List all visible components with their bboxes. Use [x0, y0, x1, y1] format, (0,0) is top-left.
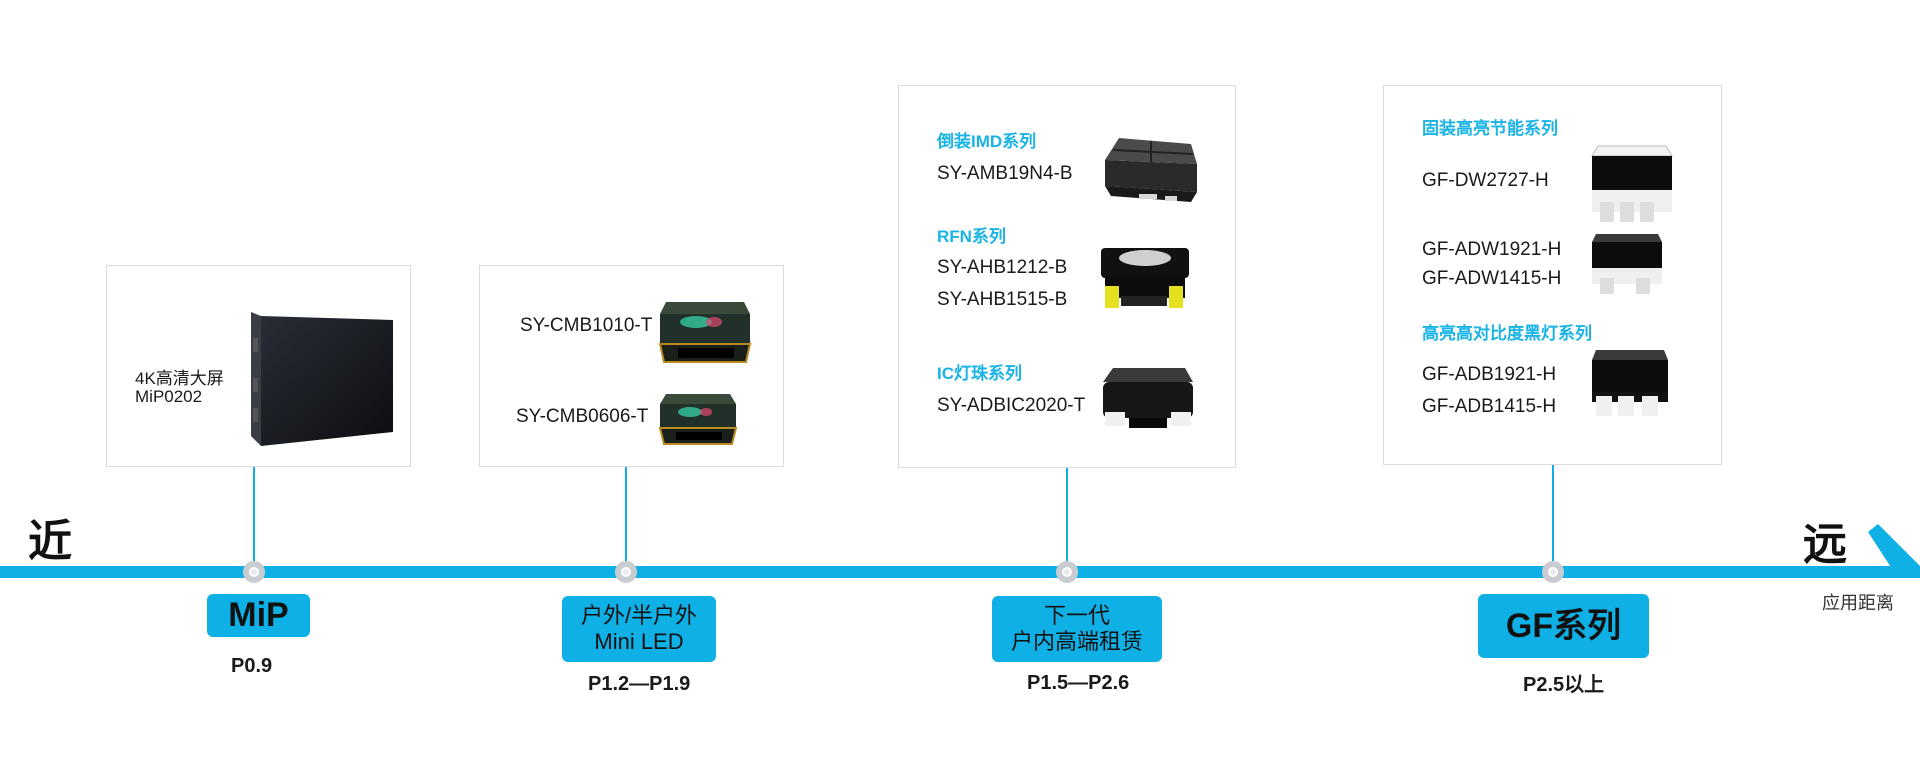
mini-led-chip-large-image [658, 302, 752, 363]
pitch-label-gf: P2.5以上 [1523, 674, 1605, 696]
stage-tag-next-gen-line2: 户内高端租赁 [1010, 629, 1143, 654]
gf-adw-chip-image [1592, 234, 1662, 294]
stage-tag-mini-led-line1: 户外/半户外 [580, 602, 698, 628]
stage-tag-gf-text: GF系列 [1505, 606, 1622, 645]
mini-led-chip-small-image [658, 394, 738, 445]
pitch-label-mip: P0.9 [231, 655, 273, 677]
timeline-node-mip [243, 561, 265, 583]
series-title-gf-black: 高亮高对比度黑灯系列 [1422, 324, 1592, 343]
series-title-rfn: RFN系列 [937, 227, 1006, 246]
product-line-2: MiP0202 [135, 387, 203, 406]
axis-caption: 应用距离 [1822, 593, 1894, 613]
stage-tag-mini-led-line2: Mini LED [594, 629, 684, 654]
rfn-chip-image [1101, 248, 1189, 308]
stage-tag-next-gen-line1: 下一代 [1043, 602, 1110, 628]
model-gf-dw2727-h: GF-DW2727-H [1422, 170, 1549, 191]
far-label: 远 [1803, 520, 1847, 569]
timeline-node-mini-led [615, 561, 637, 583]
series-title-imd: 倒装IMD系列 [937, 132, 1037, 151]
timeline-node-gf [1542, 561, 1564, 583]
product-card-mini-led: SY-CMB1010-T SY-CMB0606-T [479, 265, 784, 467]
model-gf-adb1921-h: GF-ADB1921-H [1422, 364, 1557, 385]
pitch-label-mini-led: P1.2—P1.9 [588, 673, 691, 695]
gf-adb-chip-image [1592, 350, 1668, 416]
model-sy-cmb1010-t: SY-CMB1010-T [520, 315, 653, 336]
connector-stem-3 [1066, 468, 1068, 566]
connector-stem-4 [1552, 465, 1554, 566]
series-title-gf-bright: 固装高亮节能系列 [1422, 119, 1558, 138]
product-card-next-gen: 倒装IMD系列 SY-AMB19N4-B RFN系列 SY-AHB1212-B … [898, 85, 1236, 468]
near-label: 近 [28, 517, 72, 566]
stage-tag-gf: GF系列 [1478, 594, 1649, 658]
axis-arrow-icon [1868, 524, 1920, 578]
model-sy-ahb1515-b: SY-AHB1515-B [937, 289, 1068, 310]
product-line-1: 4K高清大屏 [135, 369, 224, 388]
product-card-gf: 固装高亮节能系列 GF-DW2727-H GF-ADW1921-H GF-ADW… [1383, 85, 1722, 465]
timeline-node-next-gen [1056, 561, 1078, 583]
imd-chip-image [1105, 138, 1197, 202]
series-title-ic: IC灯珠系列 [937, 364, 1022, 383]
model-gf-adb1415-h: GF-ADB1415-H [1422, 396, 1557, 417]
model-sy-amb19n4-b: SY-AMB19N4-B [937, 163, 1073, 184]
stage-tag-next-gen: 下一代 户内高端租赁 [992, 596, 1162, 662]
model-sy-ahb1212-b: SY-AHB1212-B [937, 257, 1068, 278]
product-card-mip: 4K高清大屏 MiP0202 [106, 265, 411, 467]
pitch-label-next-gen: P1.5—P2.6 [1027, 672, 1130, 694]
stage-tag-mip: MiP [207, 594, 310, 637]
model-sy-adbic2020-t: SY-ADBIC2020-T [937, 395, 1086, 416]
model-gf-adw1415-h: GF-ADW1415-H [1422, 268, 1562, 289]
ic-chip-image [1103, 368, 1193, 428]
model-gf-adw1921-h: GF-ADW1921-H [1422, 239, 1562, 260]
connector-stem-2 [625, 467, 627, 566]
connector-stem-1 [253, 467, 255, 566]
display-panel-image [251, 312, 393, 446]
stage-tag-mip-text: MiP [228, 596, 289, 635]
stage-tag-mini-led: 户外/半户外 Mini LED [562, 596, 716, 662]
gf-dw-chip-image [1591, 145, 1673, 222]
model-sy-cmb0606-t: SY-CMB0606-T [516, 406, 649, 427]
distance-axis-line [0, 566, 1898, 578]
